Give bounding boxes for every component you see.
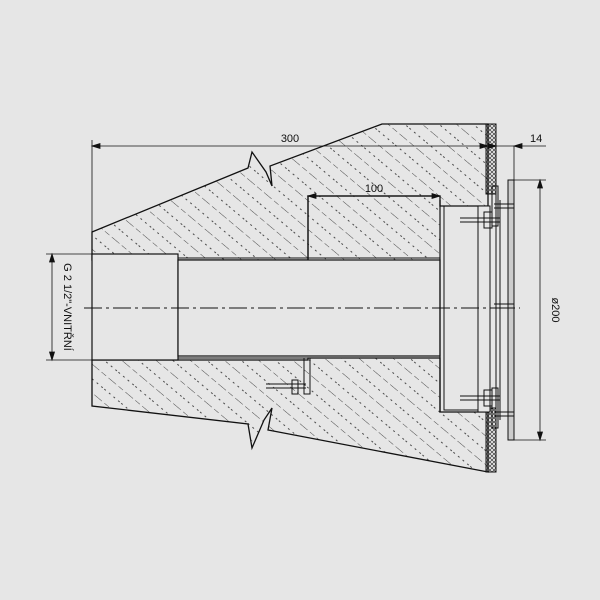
- dimension-flange-thickness: [480, 142, 546, 194]
- clamp-ring: [477, 205, 491, 413]
- wall-strip-bottom: [485, 407, 497, 473]
- threaded-bore: [91, 253, 179, 361]
- embedded-bolt: [266, 357, 311, 395]
- dimension-recess-length: [306, 192, 442, 200]
- thread-spec-label: G 2 1/2"-VNITŘNÍ: [61, 263, 74, 352]
- overall-length-label: 300: [281, 133, 299, 145]
- bolt-lower: [460, 387, 500, 429]
- lower-body-section: [91, 357, 489, 473]
- cover-plate: [507, 179, 515, 441]
- recess-fill: [308, 196, 440, 260]
- anchor-lower: [494, 411, 514, 417]
- dimension-flange-diameter: [514, 178, 546, 442]
- flange-diameter-label: ø200: [549, 297, 561, 322]
- dimension-thread: [46, 252, 92, 362]
- recess-length-label: 100: [365, 183, 383, 195]
- flange-thickness-label: 14: [530, 133, 542, 145]
- bolt-upper: [460, 185, 500, 229]
- wall-strip-top: [485, 123, 497, 195]
- anchor-upper: [494, 203, 514, 209]
